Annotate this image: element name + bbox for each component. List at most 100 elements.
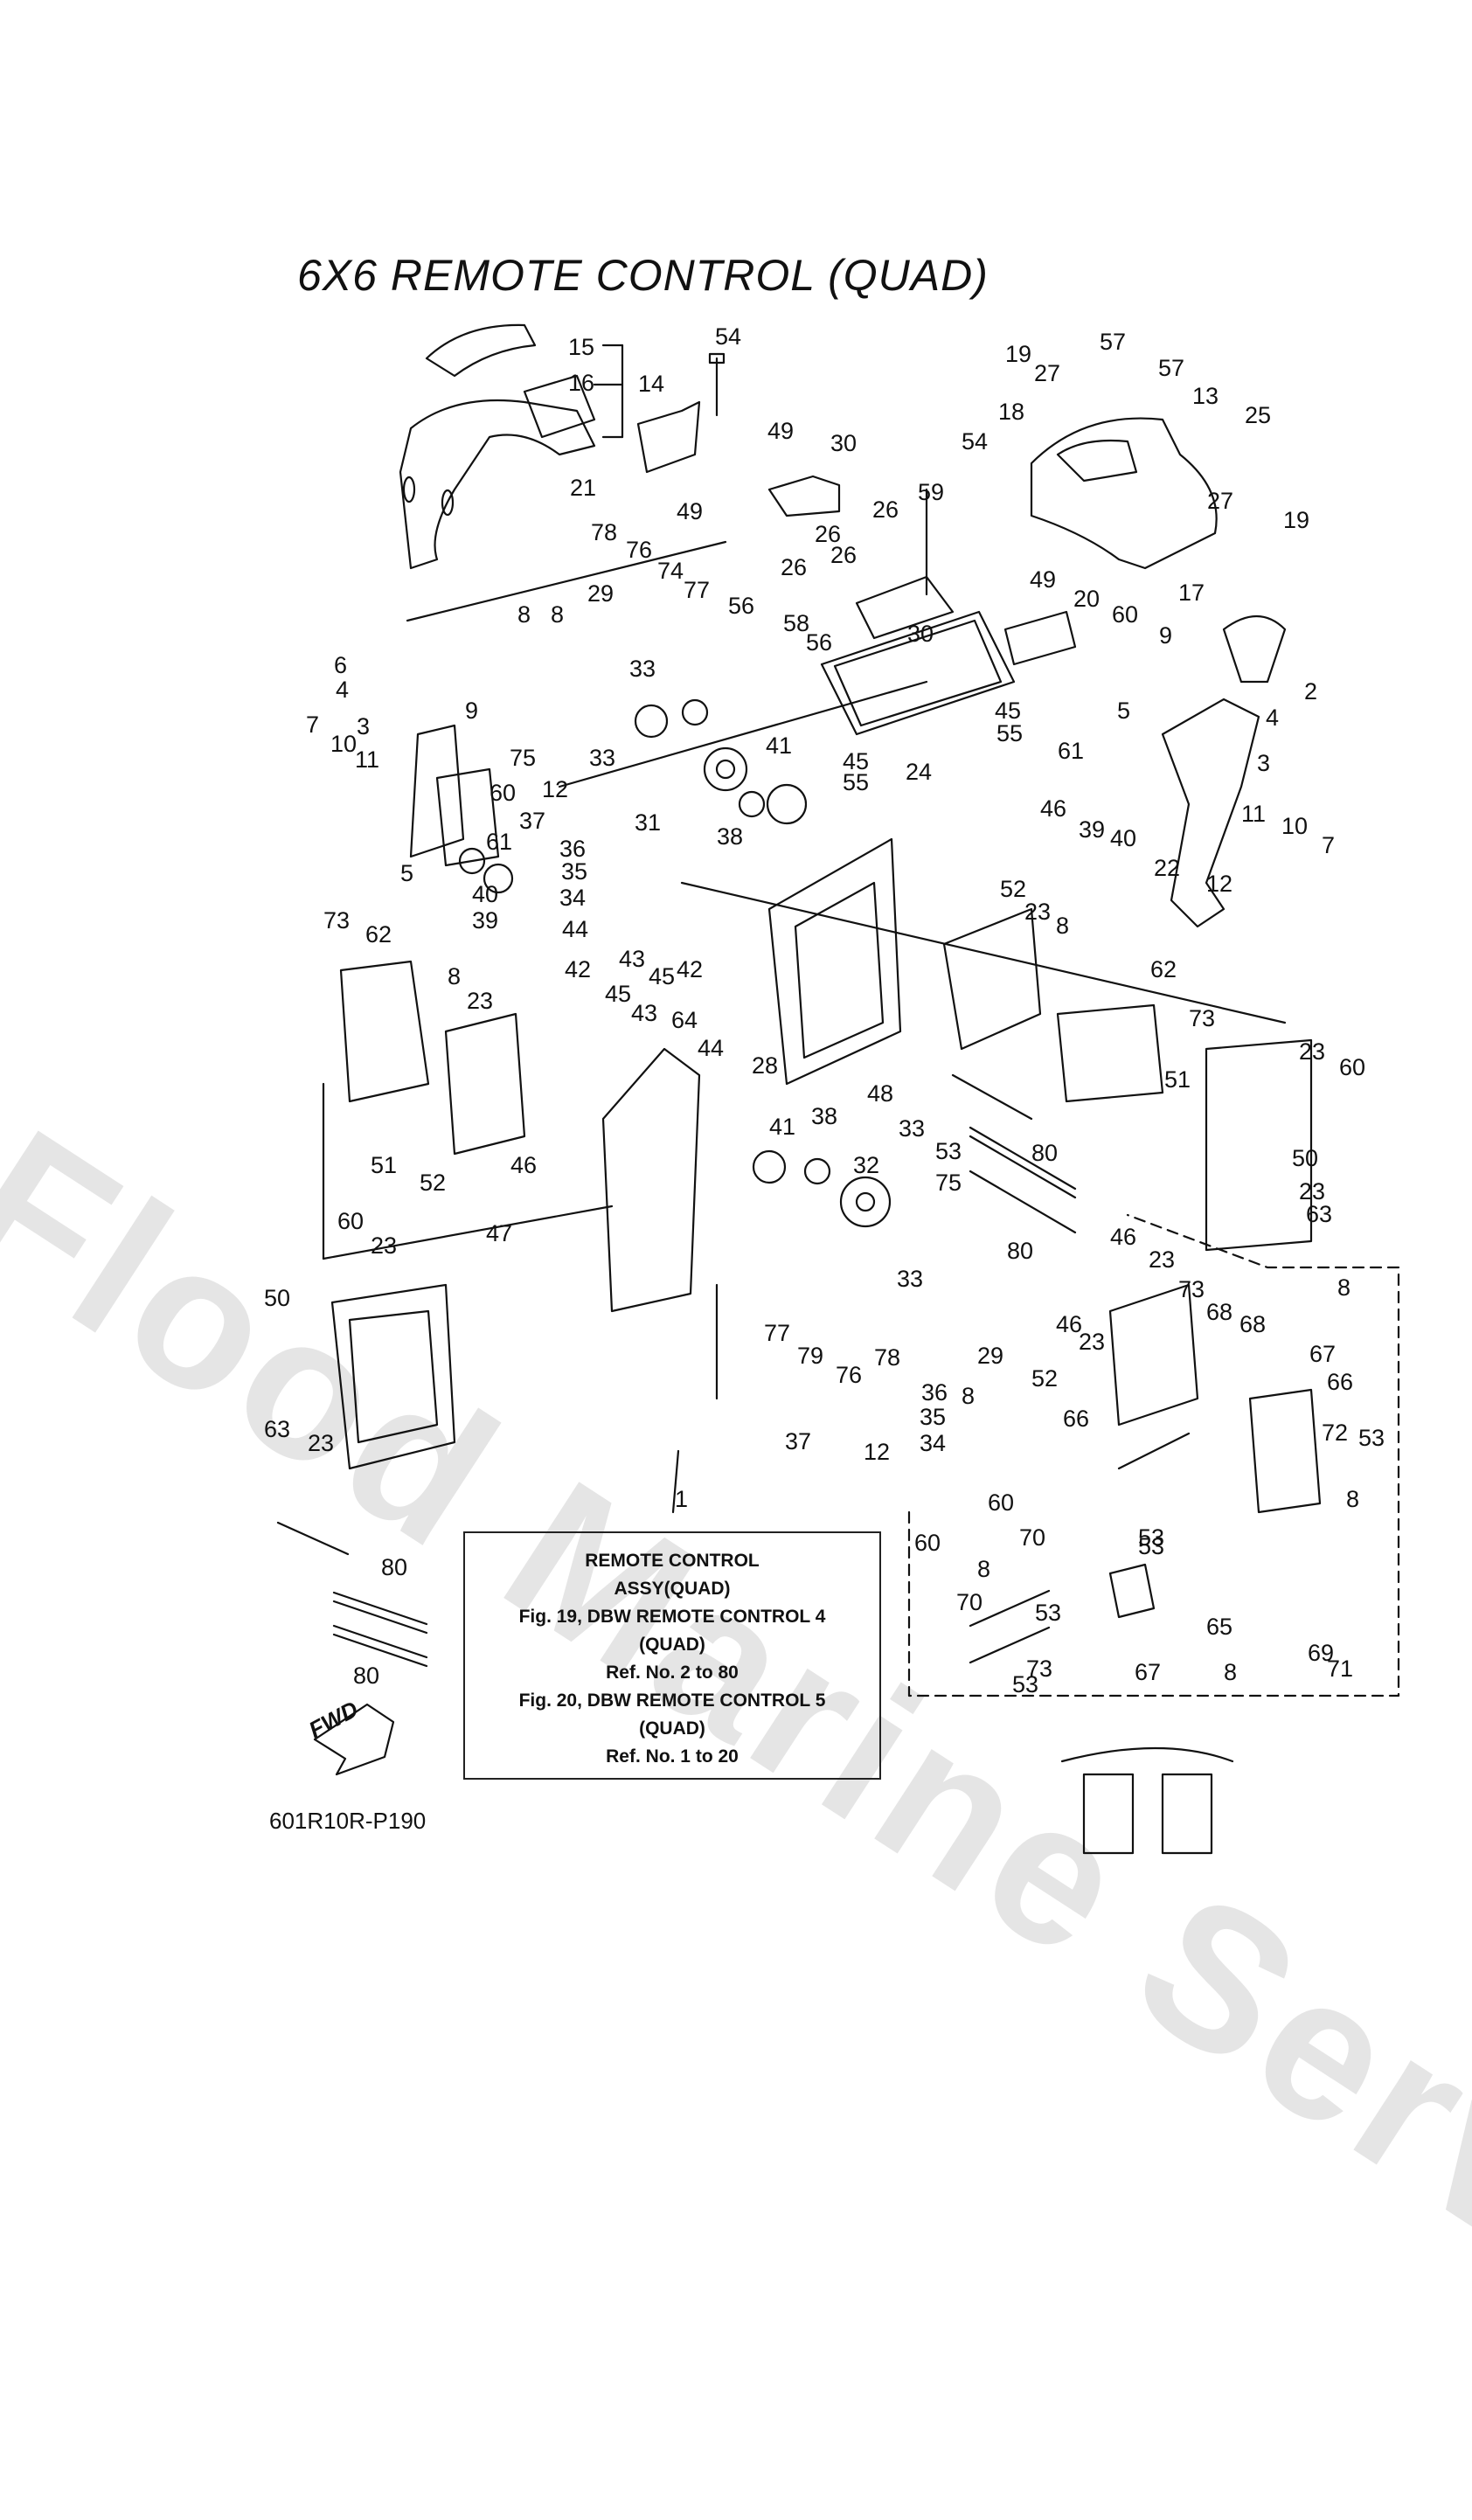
callout-number: 66 [1327, 1369, 1354, 1395]
callout-number: 45 [649, 963, 676, 989]
callout-number: 74 [657, 558, 684, 584]
callout-number: 52 [1031, 1365, 1059, 1392]
callout-number: 46 [510, 1152, 538, 1178]
callout-number: 40 [472, 881, 499, 907]
callout-number: 61 [486, 829, 513, 855]
callout-number: 60 [988, 1489, 1015, 1516]
note-ref-number: 1 [675, 1486, 689, 1512]
callout-number: 78 [874, 1344, 901, 1371]
callout-number: 23 [1079, 1329, 1106, 1355]
callout-number: 19 [1283, 507, 1310, 533]
callout-number: 21 [570, 475, 597, 501]
note-line: Fig. 19, DBW REMOTE CONTROL 4 [518, 1607, 826, 1627]
drawing-code: 601R10R-P190 [269, 1808, 427, 1834]
cover-14 [399, 399, 596, 570]
callout-number: 8 [1224, 1659, 1238, 1685]
callout-number: 7 [306, 712, 320, 738]
callout-number: 42 [677, 956, 704, 982]
callout-number: 4 [336, 677, 350, 703]
callout-number: 56 [728, 593, 755, 619]
callout-number: 49 [1030, 566, 1057, 593]
callout-number: 35 [561, 858, 588, 885]
callout-number: 51 [1164, 1066, 1191, 1093]
callout-number: 73 [323, 907, 351, 934]
callout-number: 77 [684, 577, 711, 603]
callout-number: 53 [935, 1138, 962, 1164]
callout-number: 5 [400, 860, 414, 886]
callout-number: 73 [1189, 1005, 1216, 1031]
callout-number: 45 [843, 748, 870, 774]
callout-number: 17 [1178, 580, 1205, 606]
callout-number: 23 [1024, 899, 1052, 925]
callout-number: 41 [766, 732, 793, 759]
callout-number: 52 [1000, 876, 1027, 902]
callout-number: 70 [956, 1589, 983, 1615]
callout-number: 10 [1281, 813, 1309, 839]
callout-number: 37 [785, 1428, 812, 1454]
callout-number: 9 [1159, 622, 1173, 649]
callout-number: 22 [1154, 855, 1181, 881]
callout-number: 34 [559, 885, 587, 911]
callout-number: 23 [371, 1232, 398, 1259]
callout-number: 12 [542, 776, 569, 802]
callout-number: 60 [1112, 601, 1139, 628]
callout-number: 29 [977, 1343, 1004, 1369]
callout-number: 53 [1358, 1425, 1385, 1451]
callout-number: 15 [568, 334, 595, 360]
cover-15 [425, 323, 537, 378]
callout-number: 44 [698, 1035, 725, 1061]
callout-number: 23 [1299, 1178, 1326, 1204]
callout-number: 60 [914, 1530, 941, 1556]
callout-number: 24 [906, 759, 933, 785]
callout-number: 39 [1079, 816, 1106, 843]
callout-number: 53 [1138, 1533, 1165, 1559]
callout-number: 11 [1241, 801, 1267, 827]
callout-number: 5 [1117, 698, 1131, 724]
note-line: ASSY(QUAD) [614, 1579, 731, 1599]
callout-number: 33 [629, 656, 656, 682]
callout-number: 29 [587, 580, 614, 607]
callout-number: 71 [1327, 1656, 1354, 1682]
callout-number: 39 [472, 907, 499, 934]
callout-number: 9 [465, 698, 479, 724]
callout-number: 8 [1337, 1274, 1351, 1301]
callout-number: 43 [631, 1000, 658, 1026]
callout-number: 11 [355, 746, 380, 773]
callout-number: 8 [551, 601, 565, 628]
callout-number: 46 [1056, 1311, 1083, 1337]
note-line: Ref. No. 2 to 80 [606, 1663, 739, 1683]
callout-number: 13 [1192, 383, 1219, 409]
callout-number: 8 [977, 1556, 991, 1582]
callout-number: 75 [935, 1170, 962, 1196]
callout-number: 35 [920, 1404, 947, 1430]
callout-number: 8 [1346, 1486, 1360, 1512]
callout-number: 75 [510, 745, 537, 771]
callout-number: 2 [1304, 678, 1318, 705]
exploded-parts-diagram [276, 323, 1400, 1855]
callout-number: 28 [752, 1052, 779, 1079]
callout-number: 7 [1322, 832, 1336, 858]
callout-number: 45 [605, 981, 632, 1007]
callout-number: 19 [1005, 341, 1032, 367]
callout-number: 32 [853, 1152, 880, 1178]
callout-number: 20 [1073, 586, 1101, 612]
callout-number: 80 [1007, 1238, 1034, 1264]
callout-number: 34 [920, 1430, 947, 1456]
callout-number: 61 [1058, 738, 1085, 764]
callout-number: 23 [1149, 1246, 1176, 1273]
callout-number: 14 [638, 371, 665, 397]
callout-number: 67 [1135, 1659, 1162, 1685]
callout-number: 4 [1266, 705, 1280, 731]
note-line: (QUAD) [639, 1718, 705, 1739]
callout-number: 26 [781, 554, 808, 580]
callout-number: 57 [1158, 355, 1185, 381]
callout-number: 52 [420, 1170, 447, 1196]
callout-number: 47 [486, 1220, 513, 1246]
callout-number: 31 [635, 809, 662, 836]
callout-number: 33 [589, 745, 616, 771]
callout-number: 51 [371, 1152, 398, 1178]
callout-number: 66 [1063, 1406, 1090, 1432]
callout-number: 10 [330, 731, 358, 757]
cover-16 [523, 374, 596, 439]
callout-number: 45 [995, 698, 1022, 724]
